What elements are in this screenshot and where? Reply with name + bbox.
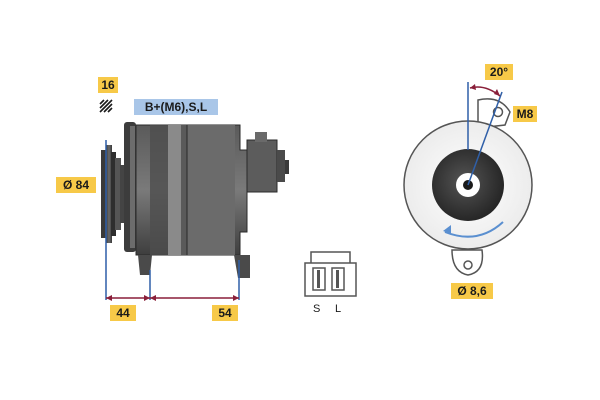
- rear-housing: [246, 139, 278, 193]
- mounting-foot-front: [138, 255, 152, 275]
- mounting-foot-rear: [234, 255, 250, 278]
- diameter-84-label: Ø 84: [56, 177, 96, 193]
- plug-pin-l-label: L: [335, 303, 342, 315]
- side-dimensions: [105, 140, 240, 301]
- angle-20-label: 20°: [485, 64, 513, 80]
- dimension-44-label: 44: [110, 305, 136, 321]
- plug-pin-s-label: S: [313, 303, 321, 315]
- dimension-54-label: 54: [212, 305, 238, 321]
- part-count-label: 16: [98, 77, 118, 93]
- front-view: [403, 82, 533, 276]
- m8-thread-label: M8: [513, 106, 537, 122]
- rotation-arrow-icon: [444, 221, 504, 238]
- terminals-label: B+(M6),S,L: [134, 99, 218, 115]
- side-view: [101, 122, 289, 278]
- hatched-square-icon: [99, 99, 113, 113]
- plug-connector-icon: [304, 251, 357, 297]
- pulley: [101, 145, 124, 243]
- diameter-8-6-label: Ø 8,6: [451, 283, 493, 299]
